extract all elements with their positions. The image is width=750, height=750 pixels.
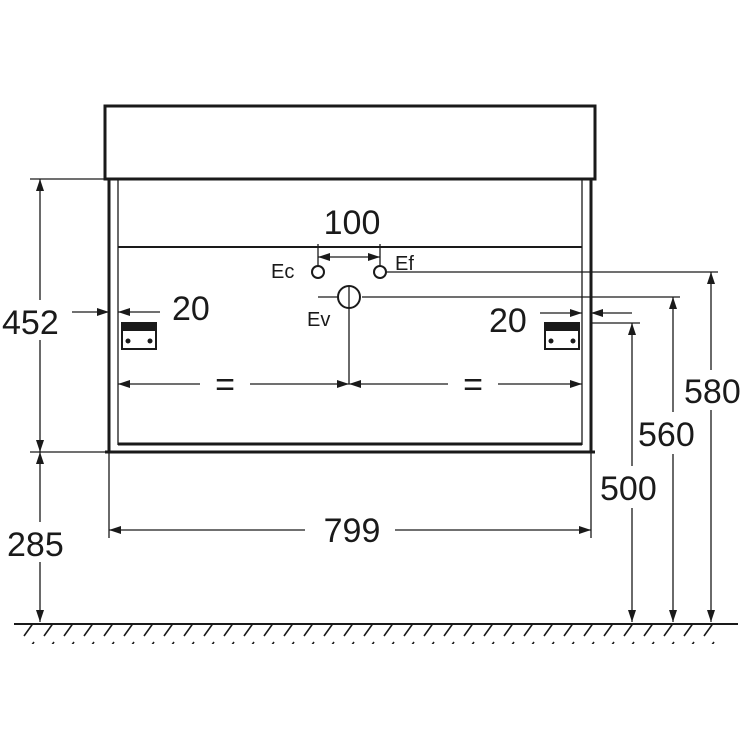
total-height-label: 580 (684, 373, 741, 411)
equal-left-label: = (215, 366, 235, 404)
width-dimension (109, 526, 591, 534)
waste-label: Ev (307, 309, 330, 331)
equal-spacing-dimension (118, 380, 582, 388)
height-extension-lines (30, 178, 718, 538)
countertop (103, 104, 597, 181)
right-bracket (544, 322, 580, 350)
floor-clearance-dimension (36, 452, 44, 622)
hot-water-connection (311, 244, 325, 279)
floor (14, 623, 738, 644)
floor-clearance-label: 285 (7, 526, 64, 564)
hot-water-label: Ec (271, 261, 294, 283)
width-label: 799 (324, 512, 381, 550)
supply-height-label: 500 (600, 470, 657, 508)
waste-height-dimension (669, 297, 677, 622)
valve-spacing-dimension (318, 253, 380, 261)
left-bracket-offset-label: 20 (172, 290, 210, 328)
supply-height-dimension (628, 323, 636, 622)
right-bracket-offset-dimension (540, 309, 632, 317)
right-bracket-offset-label: 20 (489, 302, 527, 340)
waste-height-label: 560 (638, 416, 695, 454)
left-bracket (121, 322, 157, 350)
left-bracket-offset-dimension (72, 308, 160, 316)
valve-spacing-label: 100 (324, 204, 381, 242)
cabinet-height-dimension (36, 179, 44, 452)
cabinet-height-label: 452 (2, 304, 59, 342)
cold-water-connection (373, 244, 387, 279)
waste-connection (318, 285, 361, 384)
cold-water-label: Ef (395, 253, 414, 275)
equal-right-label: = (463, 366, 483, 404)
total-height-dimension (707, 272, 715, 622)
cabinet (105, 179, 595, 454)
